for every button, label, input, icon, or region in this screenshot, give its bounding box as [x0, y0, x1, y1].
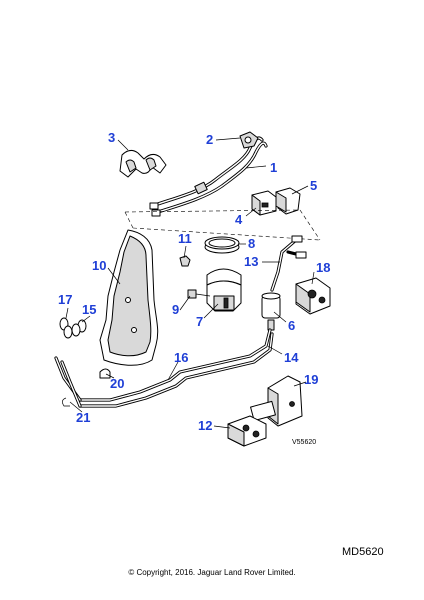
- part-7-clamp-bracket: [206, 268, 242, 312]
- callout-12: 12: [198, 418, 212, 433]
- callout-10: 10: [92, 258, 106, 273]
- callout-9: 9: [172, 302, 179, 317]
- copyright-notice: © Copyright, 2016. Jaguar Land Rover Lim…: [128, 568, 296, 577]
- part-12-clamp-block: [227, 415, 267, 447]
- part-14-16-pipe-run: [54, 328, 274, 408]
- callout-2: 2: [206, 132, 213, 147]
- callout-13: 13: [244, 254, 258, 269]
- callout-5: 5: [310, 178, 317, 193]
- part-6-canister: [261, 292, 281, 331]
- callout-21: 21: [76, 410, 90, 425]
- part-9-bolt: [187, 289, 211, 299]
- part-21-hook-clip: [62, 397, 70, 407]
- part-19-bracket: [250, 375, 303, 427]
- part-2-clip: [239, 131, 259, 149]
- diagram-code: MD5620: [342, 546, 384, 558]
- callout-8: 8: [248, 236, 255, 251]
- callout-17: 17: [58, 292, 72, 307]
- callout-15: 15: [82, 302, 96, 317]
- callout-19: 19: [304, 372, 318, 387]
- callout-1: 1: [270, 160, 277, 175]
- part-3-double-clip: [119, 149, 167, 178]
- part-4-mount-block: [251, 190, 277, 216]
- callout-3: 3: [108, 130, 115, 145]
- leader-lines: [65, 137, 315, 429]
- part-15-o-rings: [71, 319, 87, 337]
- part-13-pipe: [270, 235, 307, 292]
- callout-11: 11: [178, 231, 192, 246]
- part-8-band-clamp: [204, 236, 240, 254]
- callout-14: 14: [284, 350, 299, 365]
- part-10-heat-shield: [99, 229, 159, 366]
- part-11-fastener: [179, 255, 191, 267]
- callout-4: 4: [235, 212, 243, 227]
- image-reference: V55620: [292, 439, 316, 446]
- reference-dash-frame: [124, 209, 321, 241]
- callout-labels: 1 2 3 4 5 6 7 8 9 10 11 12 13 14 15 16 1…: [58, 130, 330, 433]
- callout-20: 20: [110, 376, 124, 391]
- callout-18: 18: [316, 260, 330, 275]
- callout-16: 16: [174, 350, 188, 365]
- part-17-o-rings: [59, 317, 73, 339]
- callout-6: 6: [288, 318, 295, 333]
- part-18-mount-rubber: [295, 277, 331, 315]
- callout-7: 7: [196, 314, 203, 329]
- part-5-mount-bracket: [275, 187, 301, 215]
- part-1-hose-assembly: [149, 136, 268, 217]
- part-20-clip: [99, 368, 111, 379]
